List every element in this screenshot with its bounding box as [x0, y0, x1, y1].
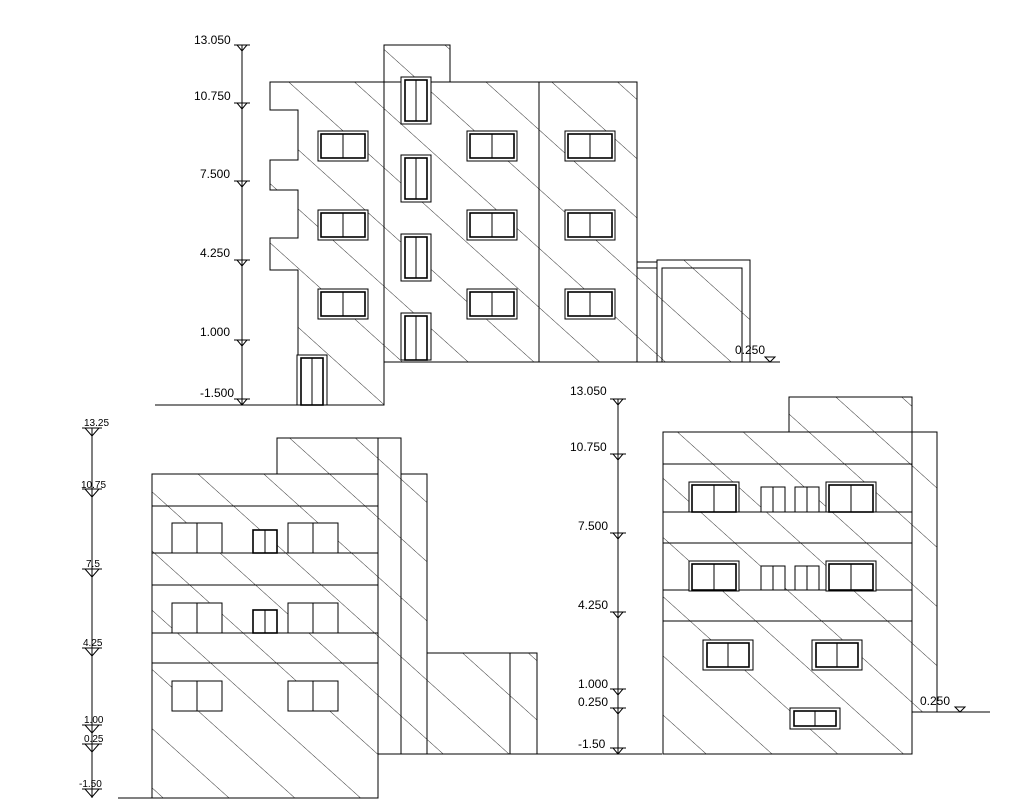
top-level-label: 13.050	[194, 33, 231, 47]
top-level-label: 10.750	[194, 89, 231, 103]
bottom-right-elevation: 13.050 10.750 7.500 4.250 1.000 0.250 -1…	[570, 384, 990, 755]
bl-level-label: -1.50	[79, 779, 102, 790]
top-level-label: 7.500	[200, 167, 230, 181]
top-level-label: 1.000	[200, 325, 230, 339]
br-level-label: 13.050	[570, 384, 607, 398]
top-side-level-marker	[763, 356, 777, 363]
br-side-level-marker	[953, 706, 967, 713]
bl-side-block	[377, 437, 402, 755]
bl-level-label: 13.25	[84, 418, 109, 429]
bl-windows	[171, 522, 339, 712]
br-level-label: 4.250	[578, 598, 608, 612]
br-side-level-label: 0.250	[920, 694, 950, 708]
top-side-level-label: 0.250	[735, 343, 765, 357]
top-level-label: -1.500	[200, 386, 234, 400]
br-main-block	[662, 431, 913, 755]
top-elevation: 13.050 10.750 7.500 4.250 1.000 -1.500 0…	[155, 33, 780, 406]
br-side-block	[911, 431, 938, 713]
bl-side-block-2	[400, 473, 428, 755]
top-annex	[636, 261, 658, 363]
br-windows	[688, 481, 877, 730]
bottom-left-elevation: 13.25 10.75 7.5 4.25 1.00 0.25 -1.50	[79, 418, 662, 799]
bl-level-label: 1.00	[84, 715, 104, 726]
top-garage	[656, 259, 751, 363]
br-level-label: 0.250	[578, 695, 608, 709]
top-left-windows	[317, 130, 369, 320]
br-level-label: 1.000	[578, 677, 608, 691]
br-level-label: 7.500	[578, 519, 608, 533]
br-level-markers	[610, 398, 626, 755]
bl-level-label: 10.75	[81, 480, 106, 491]
br-level-label: -1.50	[578, 737, 606, 751]
br-level-label: 10.750	[570, 440, 607, 454]
bl-annex	[426, 652, 538, 755]
top-middle-windows	[466, 130, 518, 320]
top-level-label: 4.250	[200, 246, 230, 260]
top-right-windows	[564, 130, 616, 320]
top-level-markers	[234, 44, 250, 406]
bl-level-label: 4.25	[83, 638, 103, 649]
top-stair-windows	[296, 76, 432, 406]
bl-main-block	[151, 473, 379, 799]
br-stair-tower	[788, 396, 913, 433]
top-stair-tower	[383, 44, 451, 83]
bl-level-label: 0.25	[84, 734, 104, 745]
bl-level-markers	[82, 427, 102, 798]
bl-level-label: 7.5	[86, 559, 100, 570]
